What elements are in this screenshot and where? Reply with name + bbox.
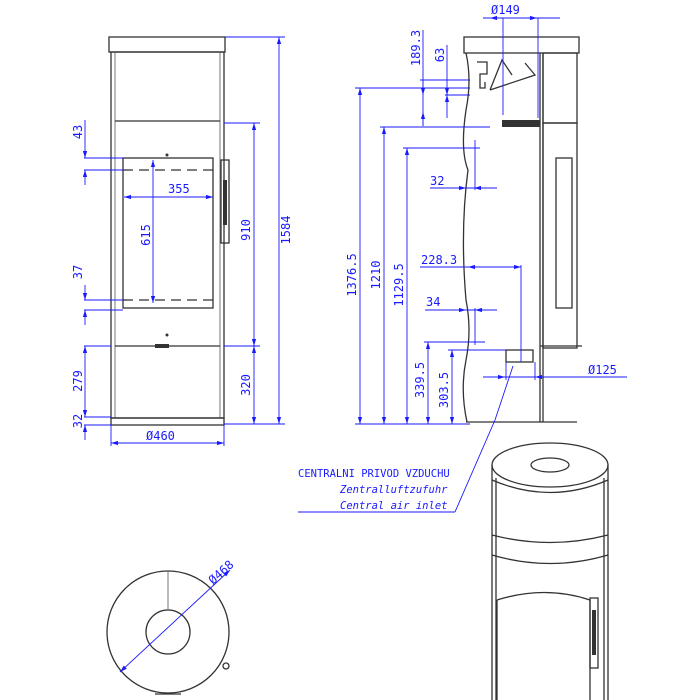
dim-339-5: 339.5 <box>413 362 427 398</box>
dim-1584: 1584 <box>279 216 293 245</box>
dim-189-3: 189.3 <box>409 30 423 66</box>
smoke-baffle <box>477 58 537 91</box>
dim-355: 355 <box>168 182 190 196</box>
dim-63: 63 <box>433 48 447 62</box>
dim-615: 615 <box>139 224 153 246</box>
door-handle <box>220 159 230 244</box>
side-view: Ø149 189.3 63 1376.5 1210 1129.5 339.5 3… <box>345 3 627 425</box>
3d-handle <box>589 597 599 669</box>
dim-460: Ø460 <box>146 429 175 443</box>
stove-3d-view <box>491 442 609 700</box>
top-view: Ø468 <box>106 557 237 695</box>
door-glass <box>122 157 214 309</box>
flue-opening <box>530 457 570 473</box>
dim-910: 910 <box>239 219 253 241</box>
dim-32-side: 32 <box>430 174 444 188</box>
dim-32: 32 <box>71 414 85 428</box>
air-inlet <box>505 349 534 363</box>
side-top-cap <box>463 36 580 54</box>
dim-320: 320 <box>239 374 253 396</box>
dim-125: Ø125 <box>588 363 617 377</box>
side-profile <box>462 52 470 423</box>
dim-279: 279 <box>71 370 85 392</box>
front-view: 1584 910 320 615 355 43 37 279 32 Ø460 <box>71 36 293 446</box>
dim-1376-5: 1376.5 <box>345 253 359 296</box>
dim-37: 37 <box>71 265 85 279</box>
callout-line-3: Central air inlet <box>340 500 447 512</box>
air-inlet-callout: CENTRALNI PRIVOD VZDUCHU Zentralluftzufu… <box>298 365 514 513</box>
dim-149: Ø149 <box>491 3 520 17</box>
dim-468: Ø468 <box>206 557 237 587</box>
top-cap <box>108 36 226 53</box>
dim-1129-5: 1129.5 <box>392 263 406 306</box>
flue-circle <box>145 609 191 655</box>
stove-body <box>110 51 225 419</box>
base-plate <box>110 417 225 426</box>
dim-43: 43 <box>71 125 85 139</box>
callout-line-2: Zentralluftzufuhr <box>339 484 448 496</box>
callout-line-1: CENTRALNI PRIVOD VZDUCHU <box>298 468 450 480</box>
3d-door <box>496 591 591 700</box>
dim-34: 34 <box>426 295 440 309</box>
dim-228-3: 228.3 <box>421 253 457 267</box>
dim-1210: 1210 <box>369 261 383 290</box>
dim-303-5: 303.5 <box>437 372 451 408</box>
